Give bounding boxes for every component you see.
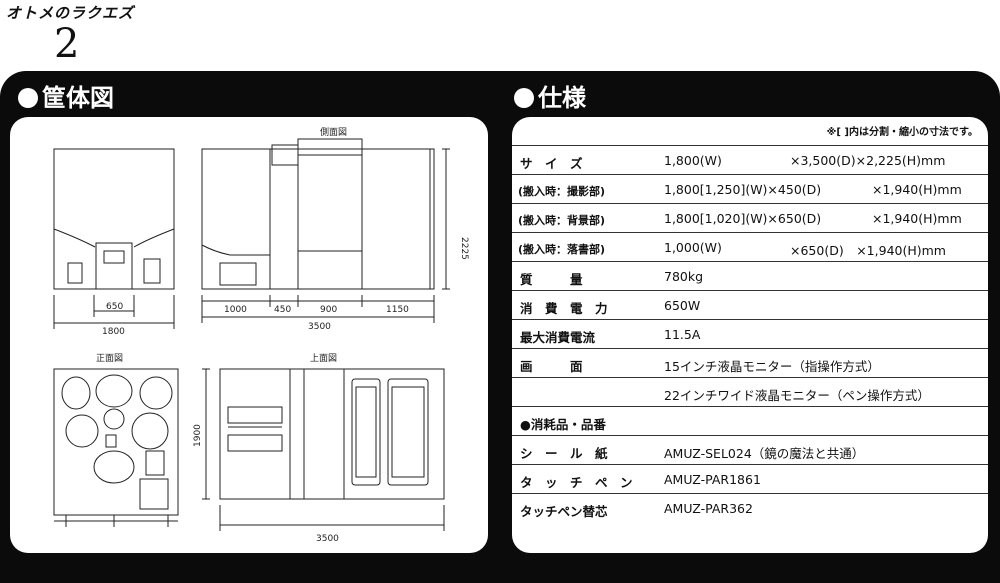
spec-label: (搬入時：落書部) xyxy=(518,243,606,256)
spec-label: 質 量 xyxy=(520,272,583,287)
spec-row: ●消耗品・品番 xyxy=(512,407,988,436)
spec-label: 画 面 xyxy=(520,359,583,374)
dim-side-450: 450 xyxy=(274,305,291,315)
spec-label: サ イ ズ xyxy=(520,156,583,171)
front-view-drawing xyxy=(53,368,179,527)
spec-value: 780kg xyxy=(664,269,704,284)
spec-row: (搬入時：撮影部) 1,800[1,250](W)×450(D) ×1,940(… xyxy=(512,175,988,204)
section-title-specs: 仕様 xyxy=(514,84,586,112)
spec-note: ※[ ]内は分割・縮小の寸法です。 xyxy=(826,127,978,138)
spec-table: ※[ ]内は分割・縮小の寸法です。 サ イ ズ 1,800(W) ×3,500(… xyxy=(512,117,988,553)
spec-label: ●消耗品・品番 xyxy=(520,417,606,432)
spec-value: 1,800[1,250](W)×450(D) xyxy=(664,182,822,197)
spec-value: 650W xyxy=(664,298,701,313)
dim-front-650: 650 xyxy=(106,302,123,312)
spec-row: (搬入時：落書部) 1,000(W) ×650(D) ×1,940(H)mm xyxy=(512,233,988,262)
spec-value: 22インチワイド液晶モニター（ペン操作方式） xyxy=(664,388,930,403)
dim-front-1800: 1800 xyxy=(102,327,125,337)
brand-logo: オトメのラクエズ 2 xyxy=(6,2,146,68)
dim-top-3500: 3500 xyxy=(316,534,339,544)
spec-value-2: ×1,940(H)mm xyxy=(872,182,962,197)
spec-row: (搬入時：背景部) 1,800[1,020](W)×650(D) ×1,940(… xyxy=(512,204,988,233)
spec-row: シ ー ル 紙 AMUZ-SEL024（鏡の魔法と共通） xyxy=(512,436,988,465)
logo-number: 2 xyxy=(54,21,80,67)
drawing-area: 側面図 正面図 上面図 650 1800 1000 450 900 1150 3… xyxy=(10,117,488,553)
spec-value: AMUZ-PAR1861 xyxy=(664,472,761,487)
bullet-icon xyxy=(514,88,534,108)
spec-label: タッチペン替芯 xyxy=(520,504,608,519)
top-view-label: 上面図 xyxy=(310,353,337,364)
spec-value: 11.5A xyxy=(664,327,701,342)
spec-row: タ ッ チ ペ ン AMUZ-PAR1861 xyxy=(512,465,988,494)
dim-side-1000: 1000 xyxy=(224,305,247,315)
section-title-cabinet: 筐体図 xyxy=(18,84,114,112)
spec-row: 質 量 780kg xyxy=(512,262,988,291)
spec-row: 22インチワイド液晶モニター（ペン操作方式） xyxy=(512,378,988,407)
side-elevation-drawing xyxy=(201,138,450,323)
spec-label: シ ー ル 紙 xyxy=(520,446,608,461)
spec-row: 消 費 電 力 650W xyxy=(512,291,988,320)
top-view-drawing xyxy=(202,368,445,531)
spec-value-2: ×650(D) ×1,940(H)mm xyxy=(790,243,946,258)
spec-value: AMUZ-SEL024（鏡の魔法と共通） xyxy=(664,446,865,461)
dim-side-2225: 2225 xyxy=(459,237,469,260)
spec-row: 画 面 15インチ液晶モニター（指操作方式） xyxy=(512,349,988,378)
spec-value: 1,800(W) xyxy=(664,153,722,168)
dim-side-900: 900 xyxy=(320,305,337,315)
spec-label: (搬入時：背景部) xyxy=(518,214,606,227)
spec-label: 最大消費電流 xyxy=(520,330,596,345)
side-view-label: 側面図 xyxy=(320,126,347,138)
front-view-label: 正面図 xyxy=(96,353,123,364)
dim-side-3500: 3500 xyxy=(308,322,331,332)
spec-value: 1,800[1,020](W)×650(D) xyxy=(664,211,822,226)
spec-label: タ ッ チ ペ ン xyxy=(520,475,633,490)
spec-row: サ イ ズ 1,800(W) ×3,500(D)×2,225(H)mm xyxy=(512,146,988,175)
spec-value: 1,000(W) xyxy=(664,240,722,255)
spec-value-2: ×1,940(H)mm xyxy=(872,211,962,226)
spec-label: (搬入時：撮影部) xyxy=(518,185,606,198)
spec-value: 15インチ液晶モニター（指操作方式） xyxy=(664,359,880,374)
spec-value-2: ×3,500(D)×2,225(H)mm xyxy=(790,153,946,168)
spec-value: AMUZ-PAR362 xyxy=(664,501,753,516)
bullet-icon xyxy=(18,88,38,108)
dim-top-1900: 1900 xyxy=(193,424,203,447)
cabinet-drawings: 側面図 正面図 上面図 650 1800 1000 450 900 1150 3… xyxy=(53,126,469,544)
dim-side-1150: 1150 xyxy=(386,305,409,315)
spec-row: 最大消費電流 11.5A xyxy=(512,320,988,349)
spec-label: 消 費 電 力 xyxy=(520,301,608,316)
spec-row: タッチペン替芯 AMUZ-PAR362 xyxy=(512,494,988,522)
logo-text: オトメのラクエズ xyxy=(6,4,135,22)
front-elevation-drawing xyxy=(53,148,175,329)
